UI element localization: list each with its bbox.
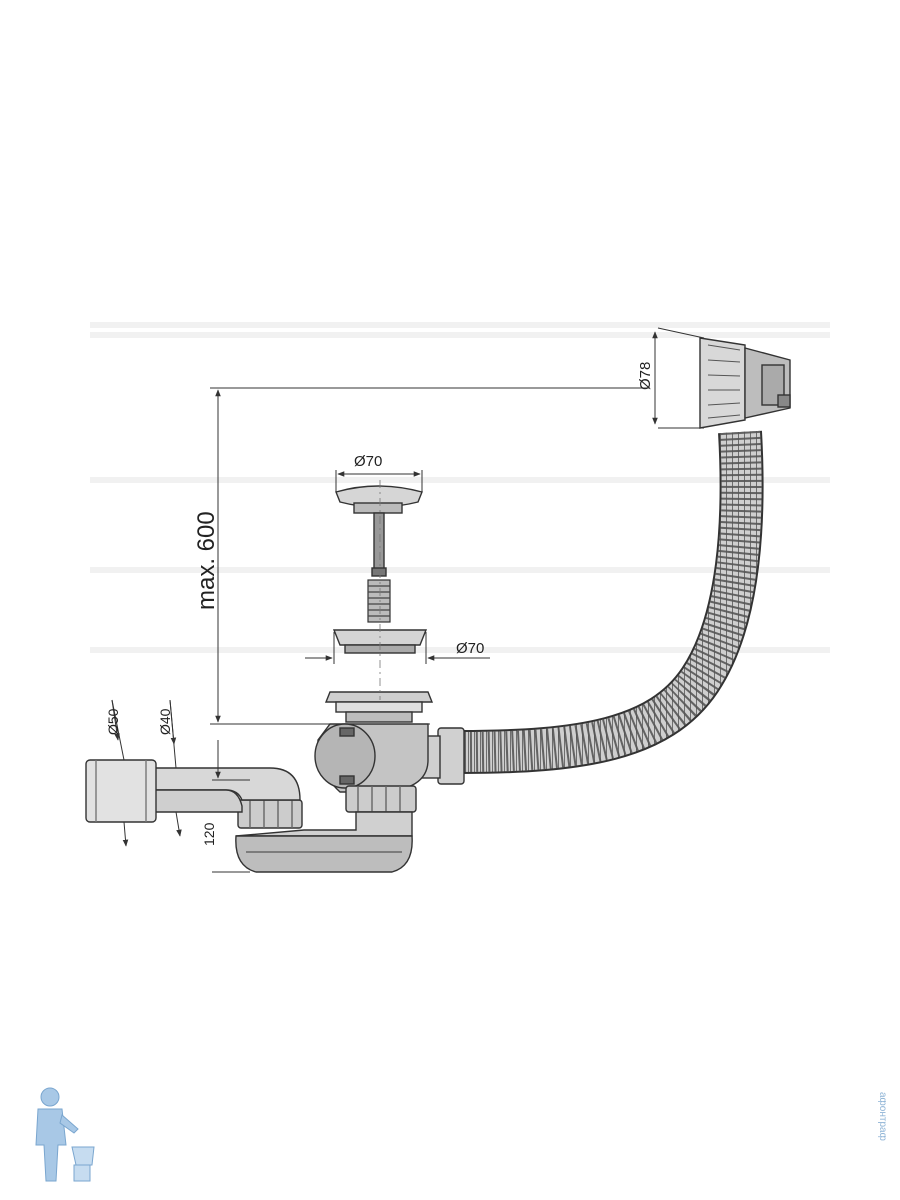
site-watermark: афонтраф	[877, 1092, 886, 1141]
trap-height-label: 120	[201, 822, 217, 846]
trap-bowl	[235, 811, 413, 873]
site-watermark-text: афонтраф	[877, 1092, 886, 1141]
trap-nut-right	[345, 785, 417, 813]
outlet-outer-diameter-label: Ø50	[105, 708, 121, 735]
plug-cap	[335, 485, 423, 577]
outlet-pipe	[85, 759, 301, 823]
outlet-outer-diameter-dimension	[111, 699, 129, 847]
overflow-diameter-label: Ø78	[637, 362, 654, 390]
outlet-inner-diameter-dimension	[169, 699, 182, 837]
waste-body	[314, 723, 429, 793]
max-height-label: max. 600	[193, 511, 220, 610]
plug-flange-diameter-dimension	[305, 632, 490, 664]
overflow-diameter-dimension	[652, 327, 705, 429]
trap-height-dimension	[212, 740, 250, 873]
outlet-inner-diameter-label: Ø40	[157, 708, 173, 735]
overflow-head	[699, 337, 791, 429]
background-traces	[90, 322, 830, 653]
plug-spring	[367, 579, 391, 623]
max-height-dimension	[210, 387, 650, 725]
plug-top-diameter-label: Ø70	[354, 453, 382, 470]
waste-flange	[324, 691, 434, 723]
trap-nut-left	[237, 799, 303, 829]
plug-flange-diameter-label: Ø70	[456, 640, 484, 657]
plumber-logo	[35, 1087, 95, 1182]
plug-top-diameter-dimension	[335, 470, 423, 492]
